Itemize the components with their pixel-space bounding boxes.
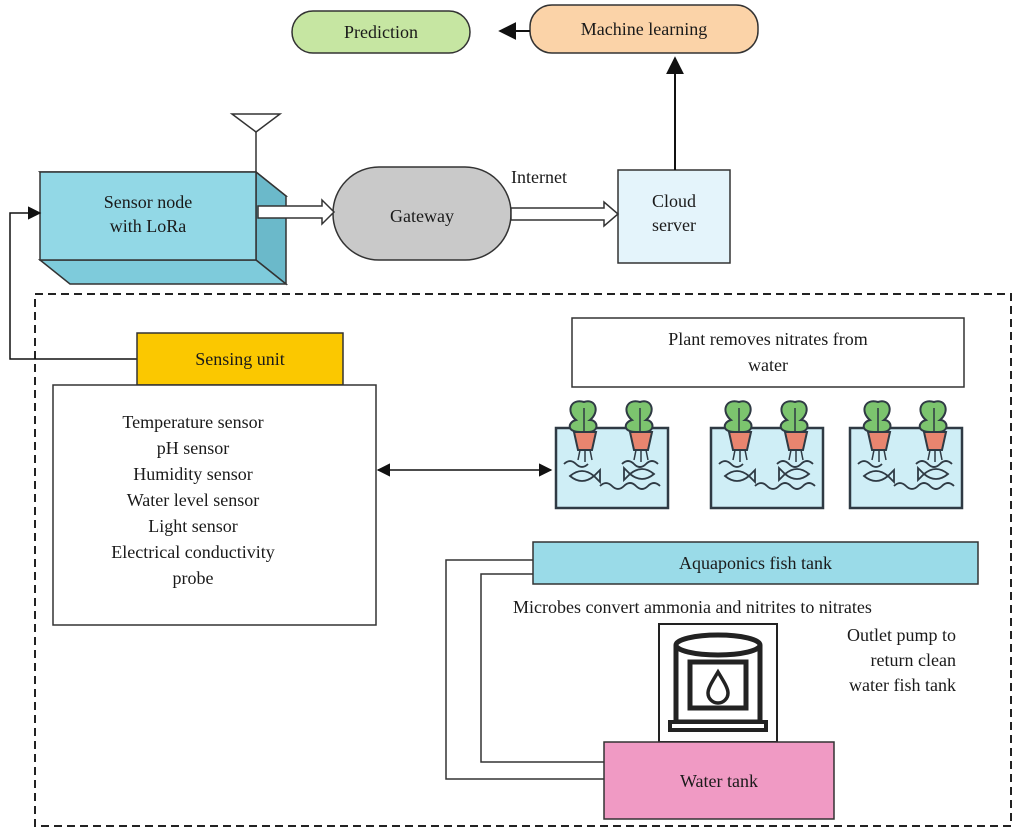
sensor-item: Temperature sensor: [122, 412, 264, 432]
aquaponics-fish-tank-label: Aquaponics fish tank: [679, 553, 832, 573]
sensor-item: Water level sensor: [126, 490, 260, 510]
sensor-to-gateway-arrow: [257, 198, 336, 226]
sensor-item: pH sensor: [156, 438, 230, 458]
prediction-node: [291, 10, 471, 54]
planter-illustration-1: [554, 400, 670, 510]
machine-learning-node: [529, 4, 759, 54]
cloud-server-label-line2: server: [652, 215, 696, 235]
sensor-list-box: [52, 384, 377, 626]
return-pipe-inner: [480, 573, 604, 763]
outlet-pump-label-line1: Outlet pump to: [847, 625, 956, 645]
aquaponics-fish-tank-node: [532, 541, 979, 585]
microbes-label: Microbes convert ammonia and nitrites to…: [513, 597, 872, 617]
prediction-label: Prediction: [344, 22, 418, 42]
return-pipe-outer: [445, 559, 604, 780]
cloud-server-node: [617, 169, 731, 264]
sensor-item: probe: [172, 568, 214, 588]
water-tank-node: [603, 741, 835, 820]
sensor-item: Light sensor: [148, 516, 238, 536]
sensing-unit-node: [136, 332, 344, 386]
planter-illustration-2: [709, 400, 825, 510]
sensor-node-label-line1: Sensor node: [103, 192, 193, 212]
antenna-icon: [229, 113, 283, 133]
plant-removes-box: [571, 317, 965, 388]
plant-removes-label-line1: Plant removes nitrates from: [668, 329, 868, 349]
outlet-pump-label-line3: water fish tank: [849, 675, 956, 695]
sensor-item: Humidity sensor: [133, 464, 253, 484]
farm-boundary: [34, 293, 1012, 827]
planter-illustration-3: [848, 400, 964, 510]
gateway-label: Gateway: [390, 206, 454, 226]
sensor-item: Electrical conductivity: [111, 542, 275, 562]
gateway-to-cloud-arrow: [510, 200, 620, 228]
water-pump-icon: [668, 632, 768, 732]
cloud-server-label-line1: Cloud: [651, 191, 696, 211]
outlet-pump-label-line2: return clean: [870, 650, 956, 670]
sensor-node-box: [37, 170, 289, 286]
internet-label: Internet: [511, 167, 567, 187]
sensor-node-label-line2: with LoRa: [109, 216, 187, 236]
machine-learning-label: Machine learning: [580, 19, 708, 39]
water-tank-label: Water tank: [679, 771, 758, 791]
sensing-to-node-line: [9, 206, 137, 360]
sensing-unit-label: Sensing unit: [195, 349, 285, 369]
plant-removes-label-line2: water: [748, 355, 788, 375]
